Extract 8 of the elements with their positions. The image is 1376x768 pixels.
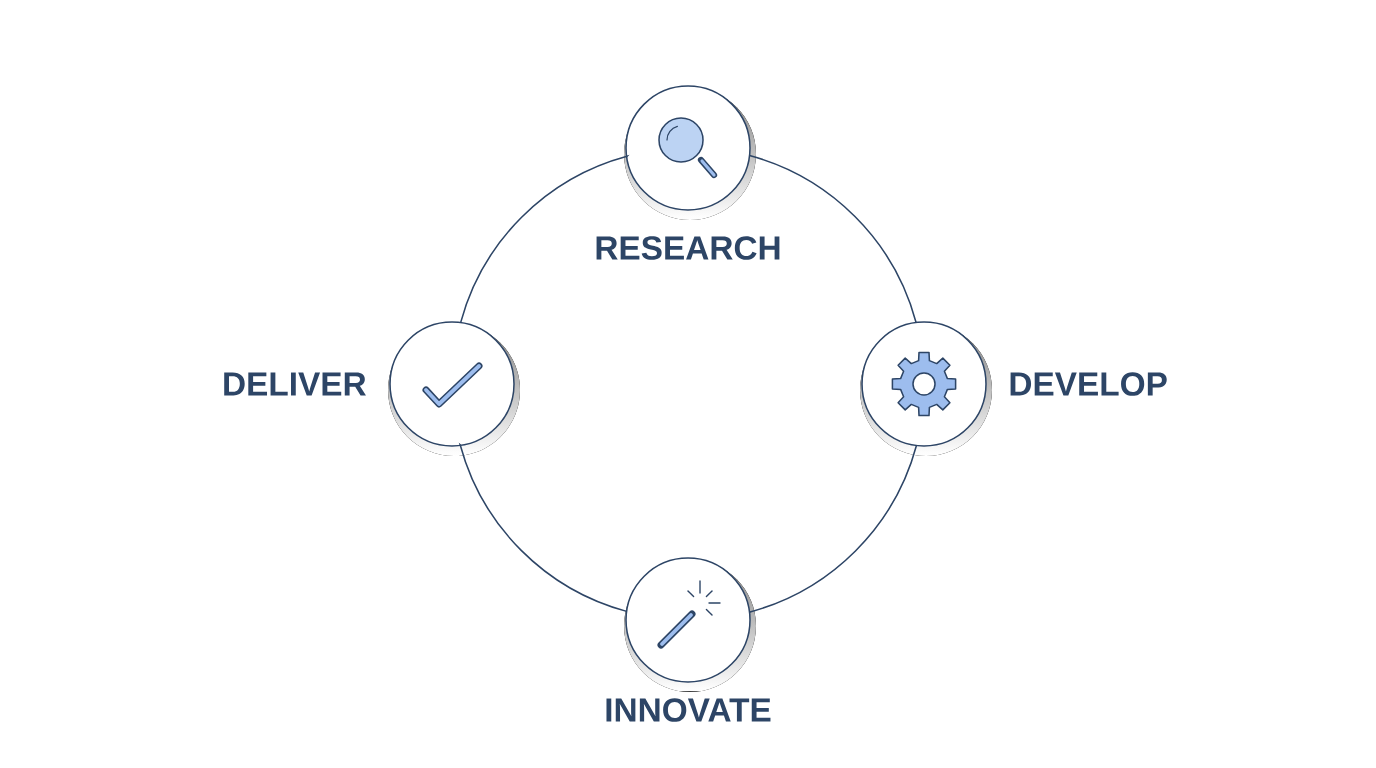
stage-label: INNOVATE — [606, 698, 771, 722]
connector-arc — [748, 444, 918, 614]
stage-label: DEVELOP — [1010, 372, 1167, 396]
connector-arc — [748, 154, 918, 324]
stage-label: RESEARCH — [596, 236, 780, 260]
stage-label: DELIVER — [224, 372, 366, 396]
connector-arc — [459, 444, 628, 613]
connector-arc — [459, 155, 628, 324]
